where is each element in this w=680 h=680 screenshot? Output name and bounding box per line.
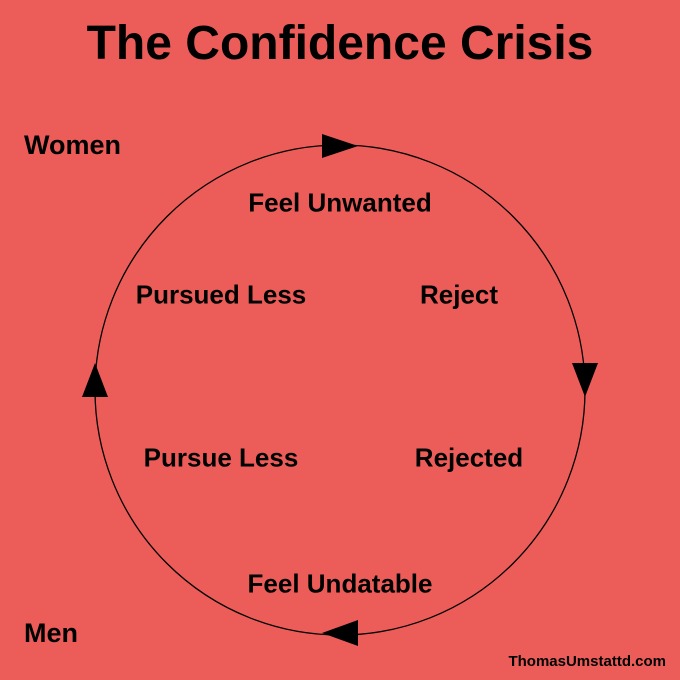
arrow-right-icon: [322, 134, 358, 158]
step-pursued-less: Pursued Less: [135, 279, 307, 310]
step-feel-unwanted: Feel Unwanted: [248, 187, 432, 218]
women-label: Women: [24, 130, 122, 160]
arrow-left-icon: [322, 620, 358, 646]
cycle-circle: [94, 144, 586, 636]
step-rejected: Rejected: [414, 442, 524, 473]
site-credit: ThomasUmstattd.com: [508, 653, 666, 670]
arrow-down-icon: [572, 363, 598, 397]
step-pursue-less: Pursue Less: [143, 442, 299, 473]
step-reject: Reject: [419, 279, 499, 310]
arrow-up-icon: [82, 363, 108, 397]
men-label: Men: [24, 618, 78, 648]
step-feel-undatable: Feel Undatable: [247, 568, 433, 599]
page-title: The Confidence Crisis: [86, 17, 594, 70]
